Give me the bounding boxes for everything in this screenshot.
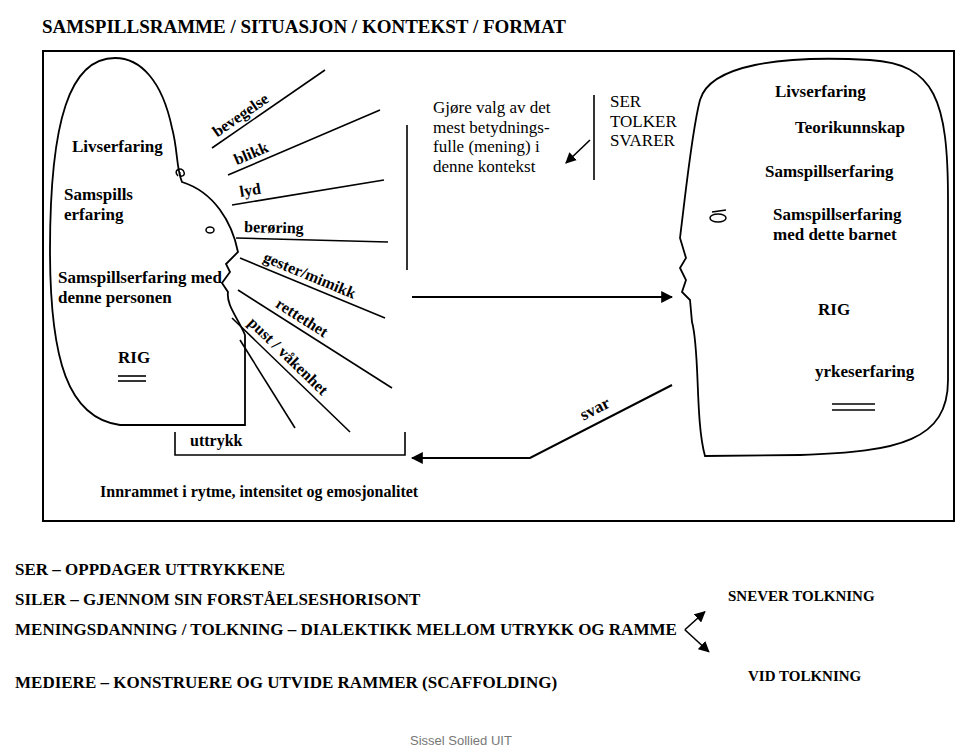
expression-label: gester/mimikk <box>261 249 358 302</box>
note-text: SER – OPPDAGER UTTRYKKENE <box>15 560 285 580</box>
double-underline <box>832 403 875 405</box>
node-text: yrkeserfaring <box>815 362 935 382</box>
note-text: Gjøre valg av det mest betydnings- fulle… <box>433 98 555 176</box>
note-text: MENINGSDANNING / TOLKNING – DIALEKTIKK M… <box>15 620 677 640</box>
double-underline <box>832 409 875 411</box>
note-text: SILER – GJENNOM SIN FORSTÅELSESHORISONT <box>15 590 420 610</box>
note-text: VID TOLKNING <box>748 668 861 685</box>
expression-label: lyd <box>239 181 263 200</box>
note-text: SER TOLKER SVARER <box>610 92 690 151</box>
node-text: Samspillserfaring med denne personen <box>58 268 223 307</box>
node-text: Livserfaring <box>72 137 192 157</box>
expression-label: rettethet <box>273 295 331 340</box>
expression-label: bevegelse <box>209 90 271 140</box>
head-outline-path <box>680 59 948 456</box>
ray-line <box>232 180 384 205</box>
node-text: RIG <box>118 348 178 368</box>
adult-head: LivserfaringTeorikunnskapSamspillserfari… <box>672 55 952 458</box>
ray-line <box>236 238 388 242</box>
node-text: Samspills erfaring <box>64 185 164 224</box>
double-underline <box>118 375 146 377</box>
pointer-arrow <box>566 140 590 163</box>
fork-arrow <box>685 630 709 652</box>
edge-label: svar <box>576 393 613 425</box>
expression-label: blikk <box>232 139 271 168</box>
diagram-title: SAMSPILLSRAMME / SITUASJON / KONTEKST / … <box>42 16 566 38</box>
ray-line <box>228 110 380 175</box>
connector-arrow <box>412 296 672 298</box>
node-text: RIG <box>818 300 878 320</box>
head-outline <box>672 55 952 458</box>
expression-label: berøring <box>244 219 304 237</box>
node-text: Livserfaring <box>775 82 925 102</box>
ray-line <box>212 70 325 148</box>
bracket <box>175 432 405 455</box>
credit-watermark: Sissel Sollied UIT <box>410 734 512 749</box>
ray-line <box>232 318 350 432</box>
note-text: MEDIERE – KONSTRUERE OG UTVIDE RAMMER (S… <box>15 673 557 693</box>
note-text: uttrykk <box>190 432 242 450</box>
divider-line <box>593 95 595 180</box>
node-text: Samspillserfaring med dette barnet <box>773 205 923 244</box>
divider-line <box>406 125 408 270</box>
node-text: Teorikunnskap <box>795 118 935 138</box>
double-underline <box>118 380 146 382</box>
head-outline-path <box>50 58 245 425</box>
node-text: Innrammet i rytme, intensitet og emosjon… <box>100 483 418 501</box>
connector-arrow <box>412 385 672 458</box>
face-detail <box>710 210 726 222</box>
face-detail <box>176 169 214 233</box>
node-text: Samspillserfaring <box>765 162 935 182</box>
note-text: SNEVER TOLKNING <box>728 588 875 605</box>
fork-arrow <box>685 612 705 630</box>
